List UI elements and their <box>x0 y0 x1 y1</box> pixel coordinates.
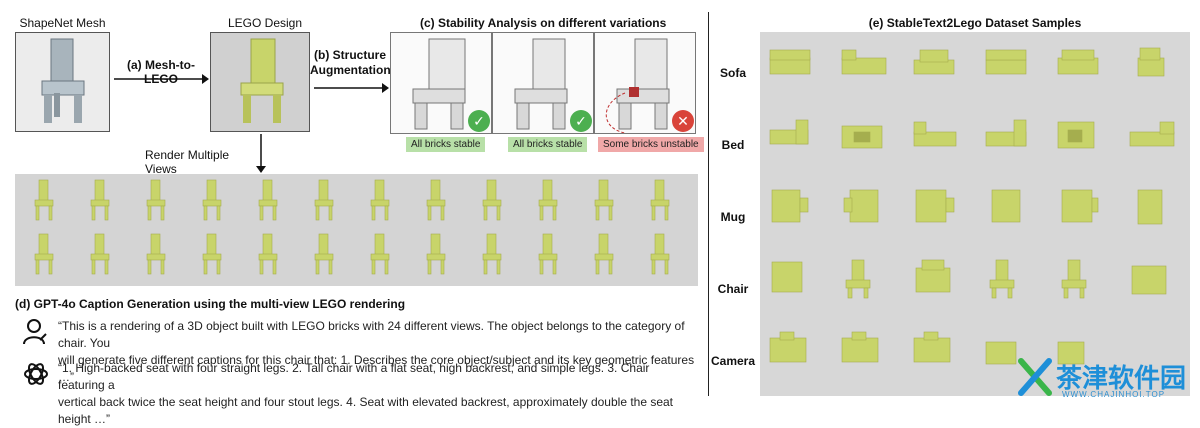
assistant-response-line2: vertical back twice the seat height and … <box>58 395 674 426</box>
dataset-row-label-chair: Chair <box>717 282 749 296</box>
mesh-to-lego-arrow <box>114 74 209 84</box>
user-prompt-line1: “This is a rendering of a 3D object buil… <box>58 319 685 350</box>
lego-chair-illustration <box>240 38 284 123</box>
brick-chair-2 <box>514 38 568 130</box>
assistant-response-text: “1. High-backed seat with four straight … <box>58 360 698 428</box>
structure-augmentation-arrow <box>314 83 389 93</box>
watermark-subtext: WWW.CHAJINHOI.TOP <box>1062 390 1166 399</box>
dataset-row-label-mug: Mug <box>720 210 746 224</box>
dataset-sample-grid <box>760 32 1190 396</box>
dataset-title: (e) StableText2Lego Dataset Samples <box>868 16 1082 30</box>
stability-tag-3: Some bricks unstable <box>598 137 704 152</box>
brick-chair-3 <box>605 38 670 134</box>
structure-augmentation-line2: Augmentation <box>310 63 391 77</box>
shapenet-mesh-image <box>15 32 110 132</box>
dataset-row-label-sofa: Sofa <box>719 66 746 80</box>
mesh-to-lego-label: (a) Mesh-to-LEGO <box>127 58 195 86</box>
user-prompt-line2: will generate five different captions fo… <box>58 353 695 384</box>
assistant-response-line1: “1. High-backed seat with four straight … <box>58 361 650 392</box>
render-views-label: Render Multiple Views <box>145 148 230 176</box>
stable-check-icon: ✓ <box>570 110 592 132</box>
render-views-arrow <box>256 134 266 173</box>
dataset-row-label-camera: Camera <box>710 354 756 368</box>
structure-augmentation-label: (b) Structure Augmentation <box>310 48 391 78</box>
watermark-text: 茶津软件园 <box>1056 363 1187 393</box>
stability-variant-3: ✕ <box>594 32 696 134</box>
stable-check-icon: ✓ <box>468 110 490 132</box>
lego-design-image <box>210 32 310 132</box>
section-divider <box>708 12 709 396</box>
stability-tag-2: All bricks stable <box>508 137 588 152</box>
lego-design-title: LEGO Design <box>227 16 303 30</box>
caption-gen-title: (d) GPT-4o Caption Generation using the … <box>15 297 406 311</box>
stability-title: (c) Stability Analysis on different vari… <box>420 16 667 30</box>
brick-chair-1 <box>412 38 466 130</box>
structure-augmentation-line1: (b) Structure <box>314 48 386 62</box>
watermark-logo-icon <box>1018 358 1052 396</box>
openai-icon <box>24 363 48 385</box>
mesh-chair-illustration <box>41 38 85 123</box>
unstable-cross-icon: ✕ <box>672 110 694 132</box>
user-prompt-text: “This is a rendering of a 3D object buil… <box>58 318 698 386</box>
dataset-sample-renders <box>769 47 1175 365</box>
shapenet-title: ShapeNet Mesh <box>19 16 106 30</box>
user-icon <box>23 319 47 345</box>
dataset-row-label-bed: Bed <box>721 138 745 152</box>
multi-view-render-strip <box>15 174 698 286</box>
stability-variant-2: ✓ <box>492 32 594 134</box>
rendered-chair-views <box>34 179 670 275</box>
stability-variant-1: ✓ <box>390 32 492 134</box>
stability-tag-1: All bricks stable <box>406 137 486 152</box>
